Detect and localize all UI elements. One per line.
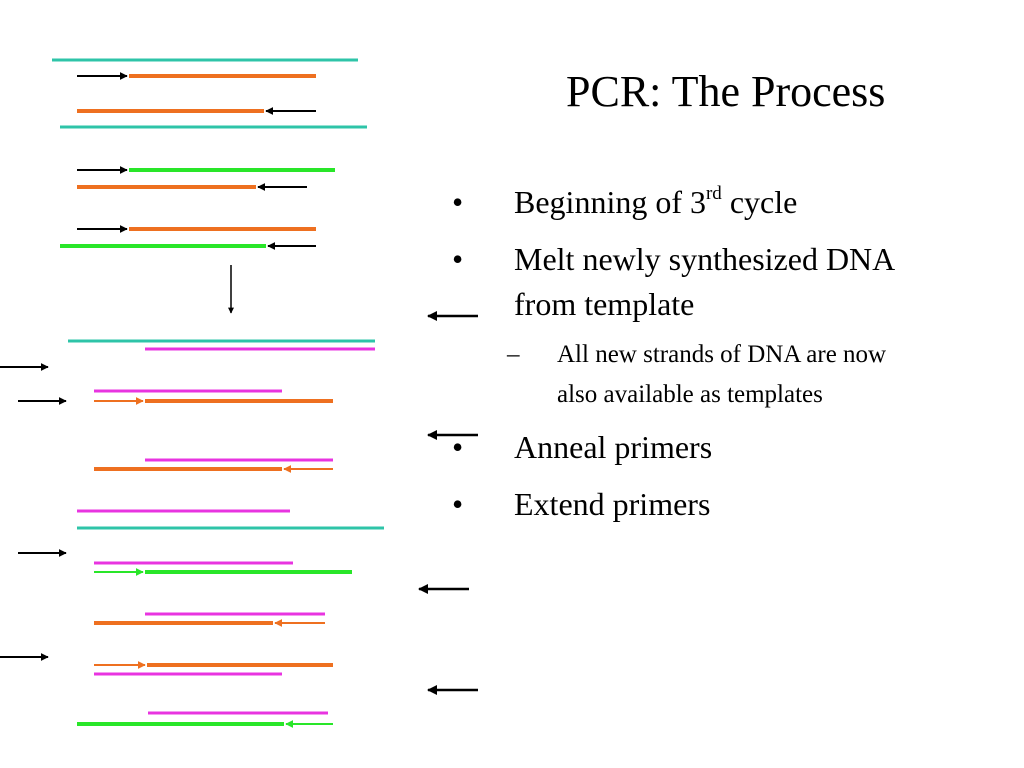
slide-title: PCR: The Process [566, 67, 886, 116]
bullet-text: Beginning of 3 [514, 184, 706, 220]
bullet-text-after: cycle [721, 184, 798, 220]
bullet-item: • Anneal primers [452, 425, 914, 470]
pcr-strand-diagram [0, 58, 478, 728]
bullet-marker: • [452, 184, 464, 220]
bullet-item: • Melt newly synthesized DNA from templa… [452, 237, 914, 327]
bullet-text: Anneal primers [514, 429, 713, 465]
bullet-marker: • [452, 429, 464, 465]
bullet-item: • Beginning of 3rd cycle [452, 180, 914, 225]
bullet-marker: • [452, 241, 464, 277]
sub-bullet-marker: – [507, 341, 520, 368]
bullet-marker: • [452, 486, 464, 522]
bullet-text: Melt newly synthesized DNA from template [514, 241, 894, 322]
bullet-list: • Beginning of 3rd cycle • Melt newly sy… [452, 180, 1012, 539]
bullet-superscript: rd [705, 183, 722, 204]
bullet-item: • Extend primers [452, 482, 914, 527]
sub-bullet-text: All new strands of DNA are now also avai… [557, 341, 887, 408]
sub-bullet-item: – All new strands of DNA are now also av… [452, 335, 907, 415]
bullet-text: Extend primers [514, 486, 711, 522]
